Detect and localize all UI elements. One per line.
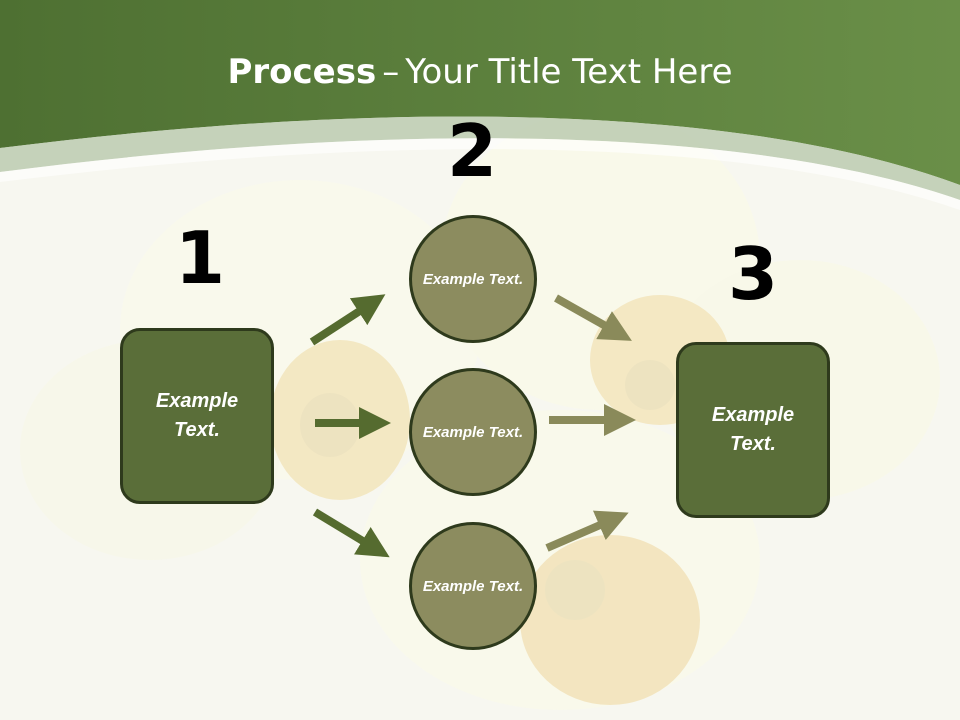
right-box: Example Text. — [676, 342, 830, 518]
circle-1-text: Example Text. — [422, 270, 524, 288]
title-rest: Your Title Text Here — [405, 52, 733, 92]
arrow-to-circle-3 — [312, 508, 390, 558]
circle-2-text: Example Text. — [422, 423, 524, 441]
circle-3: Example Text. — [409, 522, 537, 650]
circle-1: Example Text. — [409, 215, 537, 343]
title-bold: Process — [227, 52, 377, 92]
circle-3-text: Example Text. — [422, 577, 524, 595]
right-box-text: Example Text. — [711, 404, 795, 455]
circle-2: Example Text. — [409, 368, 537, 496]
slide-title: Process–Your Title Text Here — [0, 52, 960, 92]
title-dash: – — [382, 52, 400, 92]
step-number-3: 3 — [728, 232, 779, 316]
left-box: Example Text. — [120, 328, 274, 504]
step-number-2: 2 — [447, 109, 498, 193]
left-box-text: Example Text. — [155, 390, 239, 441]
step-number-1: 1 — [175, 216, 226, 300]
arrow-to-circle-1 — [309, 294, 386, 346]
arrow-from-circle-3 — [545, 510, 629, 552]
arrow-from-circle-1 — [554, 294, 632, 341]
